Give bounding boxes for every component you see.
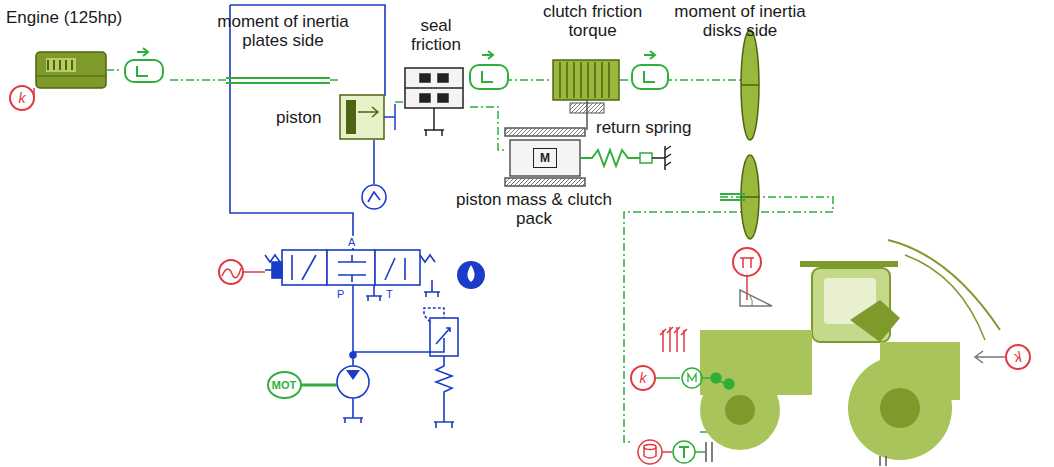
component-label: seal friction	[400, 16, 472, 54]
symbol-letter: MOT	[272, 379, 296, 391]
port-letter: A	[347, 236, 356, 248]
constant-signal: k	[630, 365, 656, 391]
component-label: moment of inertia disks side	[660, 2, 820, 40]
constant-signal: k	[1005, 344, 1031, 370]
component-label: piston mass & clutch pack	[448, 190, 620, 228]
component-label: Engine (125hp)	[6, 8, 122, 27]
symbol-letter: k	[1015, 349, 1022, 365]
component-label: piston	[276, 108, 321, 127]
constant-signal: k	[9, 85, 35, 111]
mass-symbol: M	[533, 148, 557, 168]
component-label: moment of inertia plates side	[208, 12, 358, 50]
symbol-letter: M	[540, 151, 550, 165]
component-label: return spring	[596, 118, 691, 137]
component-label: clutch friction torque	[530, 2, 655, 40]
port-letter: T	[385, 288, 394, 300]
port-letter: P	[336, 288, 345, 300]
symbol-letter: k	[19, 90, 26, 106]
symbol-letter: k	[640, 370, 647, 386]
motor-symbol: MOT	[267, 371, 302, 399]
